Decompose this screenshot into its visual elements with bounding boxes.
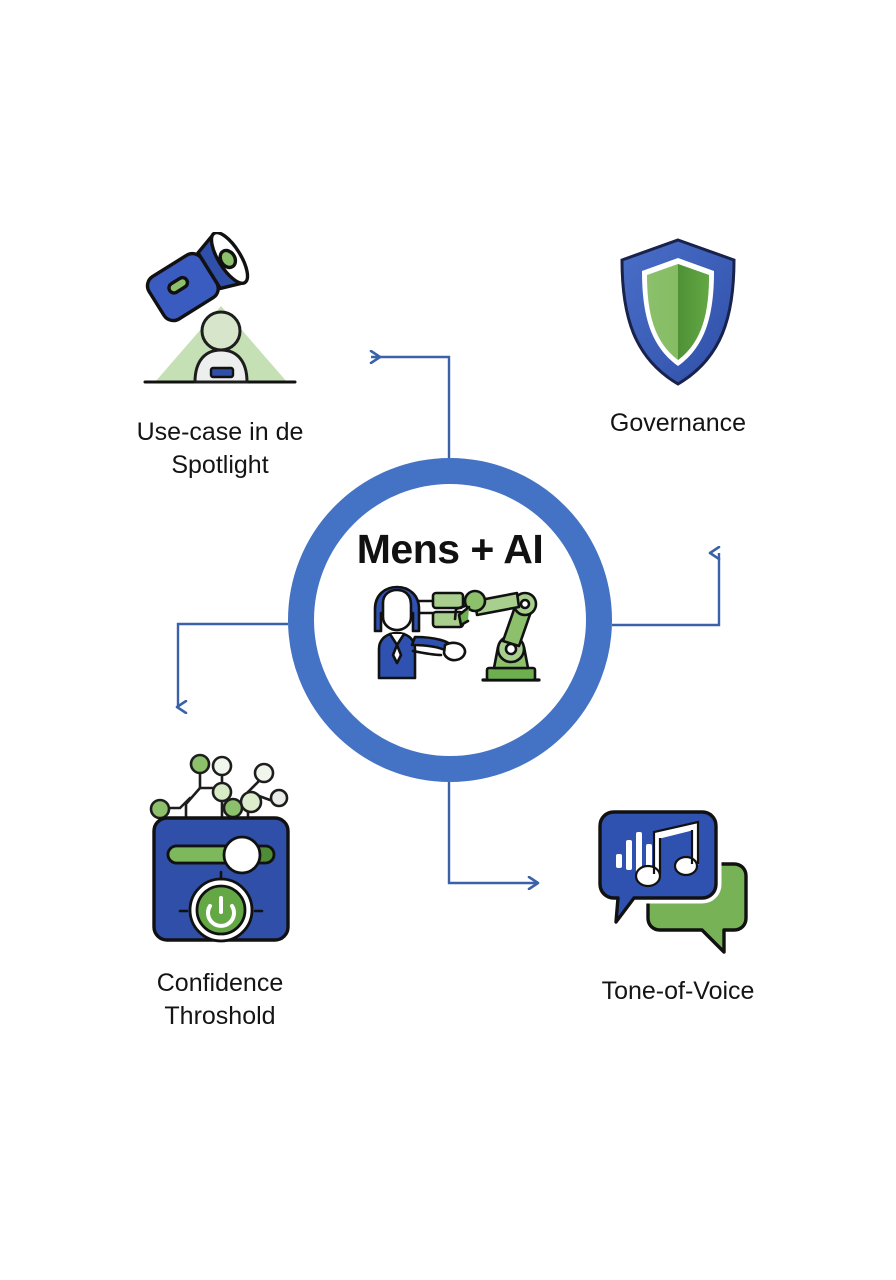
node-governance[interactable]: Governance [528,236,828,440]
connector-to-tone [447,782,537,883]
center-hub[interactable]: Mens + AI [288,458,612,782]
shield-icon [614,236,742,393]
node-confidence-label: Confidence Throshold [156,969,284,1030]
node-tone-label: Tone-of-Voice [601,977,755,1005]
connector-to-spotlight [371,357,451,462]
node-governance-label: Governance [609,409,747,437]
connector-to-confidence [178,622,288,707]
human-robot-handshake-icon [357,579,543,688]
slider-control-panel-icon [138,748,303,953]
node-spotlight-label: Use-case in de Spotlight [136,418,304,479]
node-confidence[interactable]: Confidence Throshold [70,748,370,1032]
connector-to-governance [612,553,719,627]
speech-bubbles-music-icon [594,806,758,961]
center-label: Mens + AI [356,526,544,572]
node-tone[interactable]: Tone-of-Voice [528,806,828,1008]
spotlight-icon [135,230,305,402]
node-spotlight[interactable]: Use-case in de Spotlight [70,230,370,481]
